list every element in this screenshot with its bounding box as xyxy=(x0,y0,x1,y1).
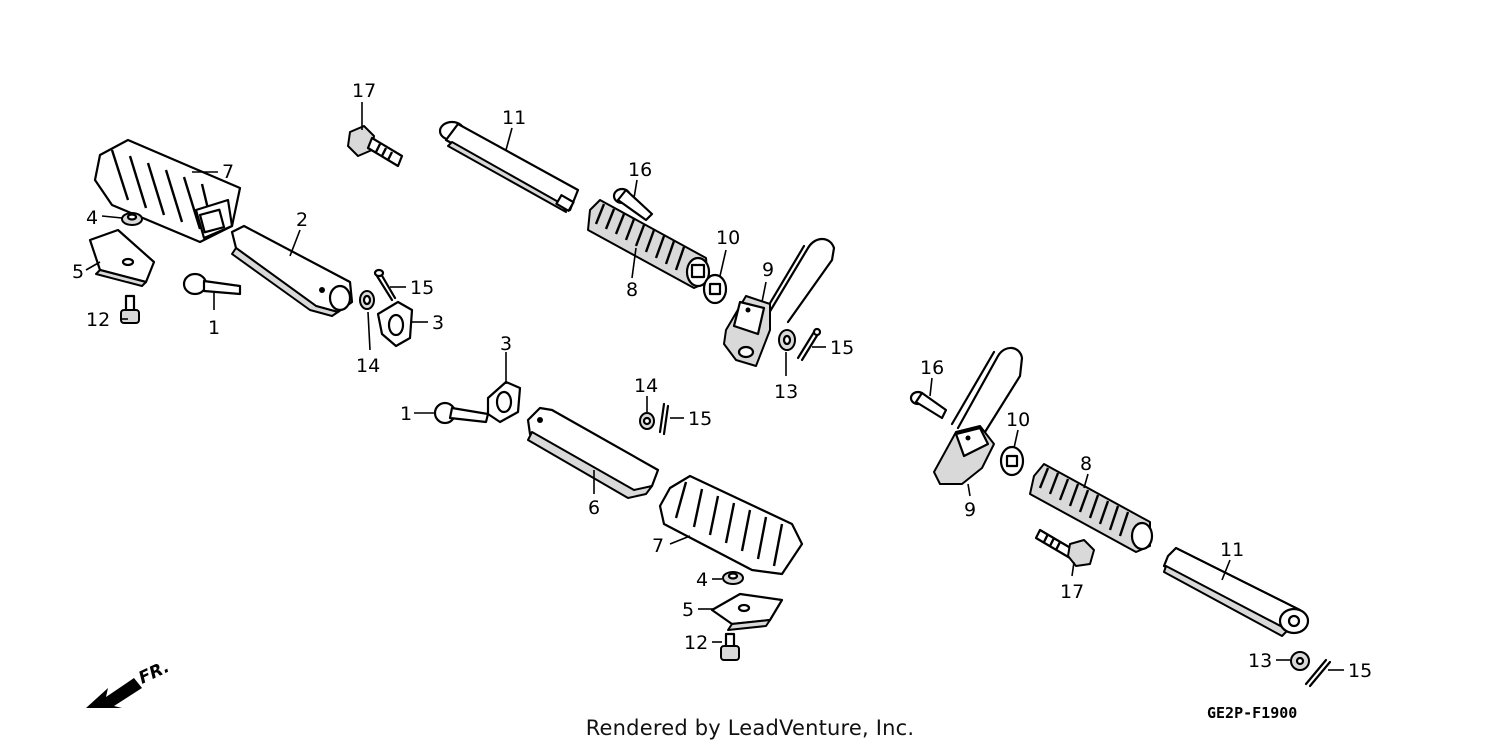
callout-17: 17 xyxy=(352,80,376,102)
spring-plate-3-middle[interactable] xyxy=(486,380,522,424)
washer-13-upper[interactable] xyxy=(778,329,796,351)
pivot-pin-middle[interactable] xyxy=(433,401,490,425)
callout-14: 14 xyxy=(634,375,658,397)
callout-13: 13 xyxy=(1248,650,1272,672)
callout-3: 3 xyxy=(432,312,444,334)
callout-4: 4 xyxy=(86,207,98,229)
callout-12: 12 xyxy=(684,632,708,654)
callout-6: 6 xyxy=(588,497,600,519)
callout-15: 15 xyxy=(1348,660,1372,682)
front-direction-arrow-icon: FR. xyxy=(86,657,173,708)
callout-14: 14 xyxy=(356,355,380,377)
footrest-bracket-9-right[interactable] xyxy=(933,346,1024,485)
callout-16: 16 xyxy=(628,159,652,181)
washer-14-middle[interactable] xyxy=(639,412,655,430)
callout-3: 3 xyxy=(500,333,512,355)
cotter-pin-15-b[interactable] xyxy=(796,327,822,362)
callout-labels: 17 11 7 4 2 5 15 12 1 3 14 16 10 9 8 15 … xyxy=(72,80,1372,682)
washer-13-right[interactable] xyxy=(1290,651,1310,671)
cotter-pin-15-a[interactable] xyxy=(373,268,397,302)
callout-5: 5 xyxy=(72,261,84,283)
callout-7: 7 xyxy=(652,535,664,557)
washer-lower[interactable] xyxy=(722,571,744,585)
footpeg-rubber-lower[interactable] xyxy=(658,474,804,576)
callout-8: 8 xyxy=(1080,453,1092,475)
pivot-pin-upper[interactable] xyxy=(182,272,242,296)
credit-text: Rendered by LeadVenture, Inc. xyxy=(585,716,915,740)
callout-1: 1 xyxy=(400,403,412,425)
callout-15: 15 xyxy=(830,337,854,359)
washer-10-right[interactable] xyxy=(999,445,1025,477)
callout-13: 13 xyxy=(774,381,798,403)
callout-15: 15 xyxy=(410,277,434,299)
washer-upper-left[interactable] xyxy=(121,212,143,226)
footrest-bracket-9-upper[interactable] xyxy=(723,237,836,367)
footpeg-bracket-6[interactable] xyxy=(526,406,660,499)
callout-16: 16 xyxy=(920,357,944,379)
footpeg-bracket-2[interactable] xyxy=(230,224,354,317)
footrest-rubber-8-upper[interactable] xyxy=(587,199,711,289)
leader-lines xyxy=(85,102,1344,671)
footrest-rubber-8-right[interactable] xyxy=(1029,463,1154,553)
diagram-code: GE2P-F1900 xyxy=(1207,704,1298,722)
washer-14-upper[interactable] xyxy=(359,290,375,310)
footpeg-shaft-11-upper[interactable] xyxy=(438,120,580,213)
footpeg-shaft-11-right[interactable] xyxy=(1162,546,1310,637)
callout-15: 15 xyxy=(688,408,712,430)
direction-label: FR. xyxy=(136,657,173,688)
bolt-16-right[interactable] xyxy=(909,390,948,420)
callout-9: 9 xyxy=(964,499,976,521)
callout-10: 10 xyxy=(716,227,740,249)
slider-plate-upper[interactable] xyxy=(88,228,156,287)
callout-11: 11 xyxy=(1220,539,1244,561)
callout-8: 8 xyxy=(626,279,638,301)
bolt-17-right[interactable] xyxy=(1034,528,1095,567)
bolt-12-lower[interactable] xyxy=(720,632,740,661)
spring-plate-3-upper[interactable] xyxy=(376,300,414,348)
callout-17: 17 xyxy=(1060,581,1084,603)
callout-1: 1 xyxy=(208,317,220,339)
cotter-pin-15-d[interactable] xyxy=(1304,658,1332,688)
callout-7: 7 xyxy=(222,161,234,183)
bolt-16-upper[interactable] xyxy=(612,187,654,222)
callout-4: 4 xyxy=(696,569,708,591)
washer-10-upper[interactable] xyxy=(702,273,728,305)
callout-5: 5 xyxy=(682,599,694,621)
callout-9: 9 xyxy=(762,259,774,281)
cotter-pin-15-c[interactable] xyxy=(658,402,670,436)
callout-10: 10 xyxy=(1006,409,1030,431)
bolt-17-upper[interactable] xyxy=(347,125,404,168)
footpeg-rubber-upper[interactable] xyxy=(93,138,242,244)
callout-11: 11 xyxy=(502,107,526,129)
callout-2: 2 xyxy=(296,209,308,231)
slider-plate-lower[interactable] xyxy=(710,592,784,631)
callout-12: 12 xyxy=(86,309,110,331)
